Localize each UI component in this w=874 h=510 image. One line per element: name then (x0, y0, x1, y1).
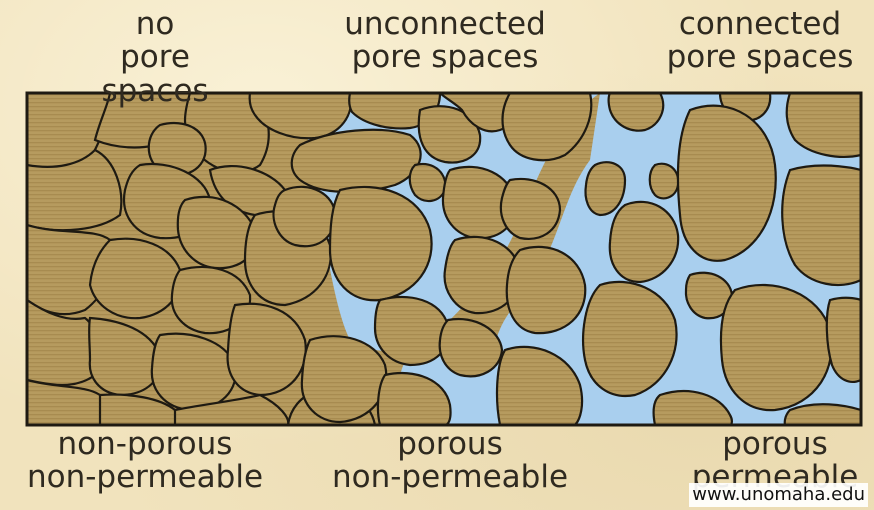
source-credit: www.unomaha.edu (689, 483, 868, 507)
label-line: pore spaces (70, 41, 240, 108)
grain (507, 247, 586, 333)
label-line: porous (680, 428, 870, 461)
label-line: no (70, 8, 240, 41)
label-line: non-porous (10, 428, 280, 461)
label-porous-non-permeable: porous non-permeable (320, 428, 580, 495)
grain (785, 404, 861, 425)
label-line: non-permeable (320, 461, 580, 494)
grain (375, 297, 449, 365)
label-line: pore spaces (660, 41, 860, 74)
grain (292, 130, 421, 192)
label-line: pore spaces (330, 41, 560, 74)
label-non-porous-non-permeable: non-porous non-permeable (10, 428, 280, 495)
label-line: porous (320, 428, 580, 461)
label-line: connected (660, 8, 860, 41)
grain (274, 187, 335, 246)
grain (650, 164, 678, 199)
label-connected-pore-spaces: connected pore spaces (660, 8, 860, 75)
label-no-pore-spaces: no pore spaces (70, 8, 240, 108)
label-unconnected-pore-spaces: unconnected pore spaces (330, 8, 560, 75)
label-line: unconnected (330, 8, 560, 41)
label-line: non-permeable (10, 461, 280, 494)
